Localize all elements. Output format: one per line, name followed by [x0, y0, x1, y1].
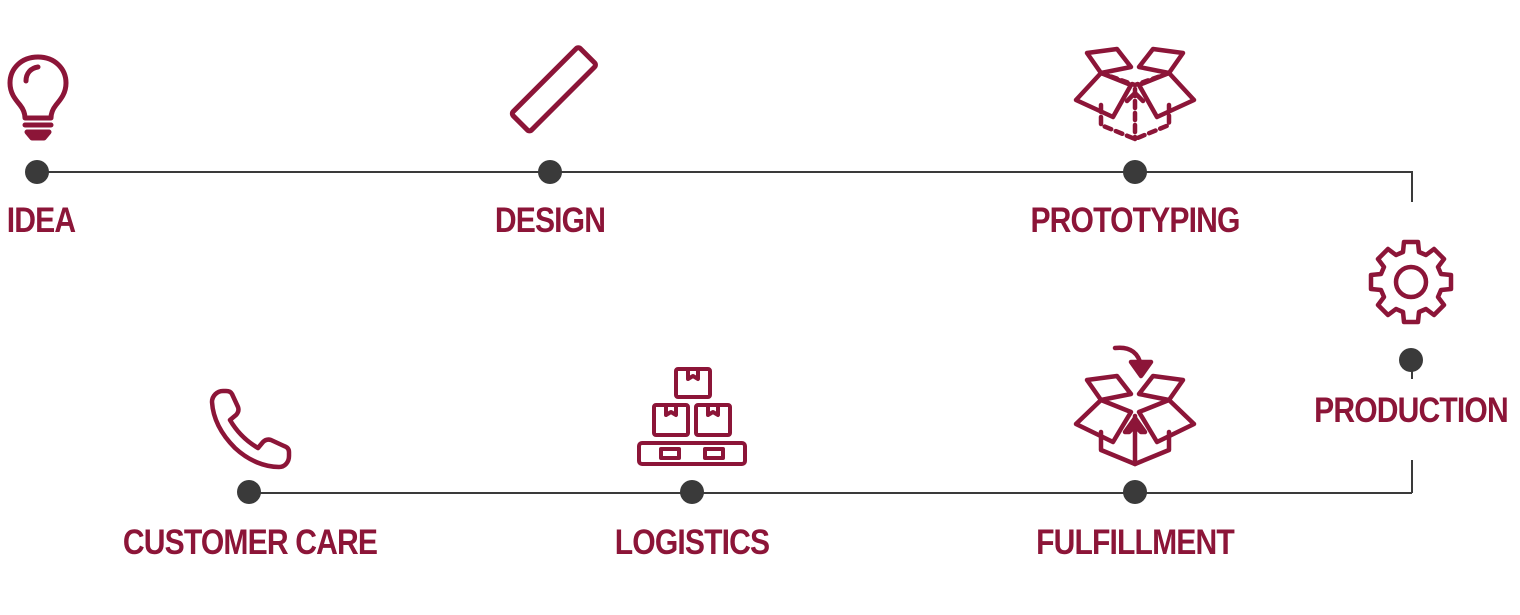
ruler-icon	[507, 45, 598, 138]
step-label-idea: IDEA	[6, 201, 76, 240]
step-dot-design	[538, 160, 562, 184]
step-label-production: PRODUCTION	[1314, 391, 1509, 430]
gear-icon	[1366, 238, 1456, 328]
step-dot-prototyping	[1123, 160, 1147, 184]
step-dot-fulfillment	[1123, 480, 1147, 504]
step-dot-customer-care	[237, 480, 261, 504]
right-connector-upper	[1411, 171, 1413, 202]
step-dot-production	[1399, 348, 1423, 372]
step-label-fulfillment: FULFILLMENT	[1036, 523, 1235, 562]
step-label-logistics: LOGISTICS	[614, 523, 770, 562]
pallet-boxes-icon	[636, 366, 748, 468]
step-label-prototyping: PROTOTYPING	[1030, 201, 1240, 240]
step-label-customer-care: CUSTOMER CARE	[122, 523, 378, 562]
bottom-connector-line	[249, 492, 1412, 494]
step-dot-idea	[25, 160, 49, 184]
phone-icon	[209, 388, 293, 470]
dashed-open-box-icon	[1073, 45, 1197, 143]
top-connector-line	[37, 171, 1412, 173]
open-box-arrow-icon	[1073, 342, 1197, 468]
step-label-design: DESIGN	[494, 201, 606, 240]
right-connector-lower	[1411, 460, 1413, 493]
lightbulb-icon	[6, 54, 70, 144]
step-dot-logistics	[680, 480, 704, 504]
